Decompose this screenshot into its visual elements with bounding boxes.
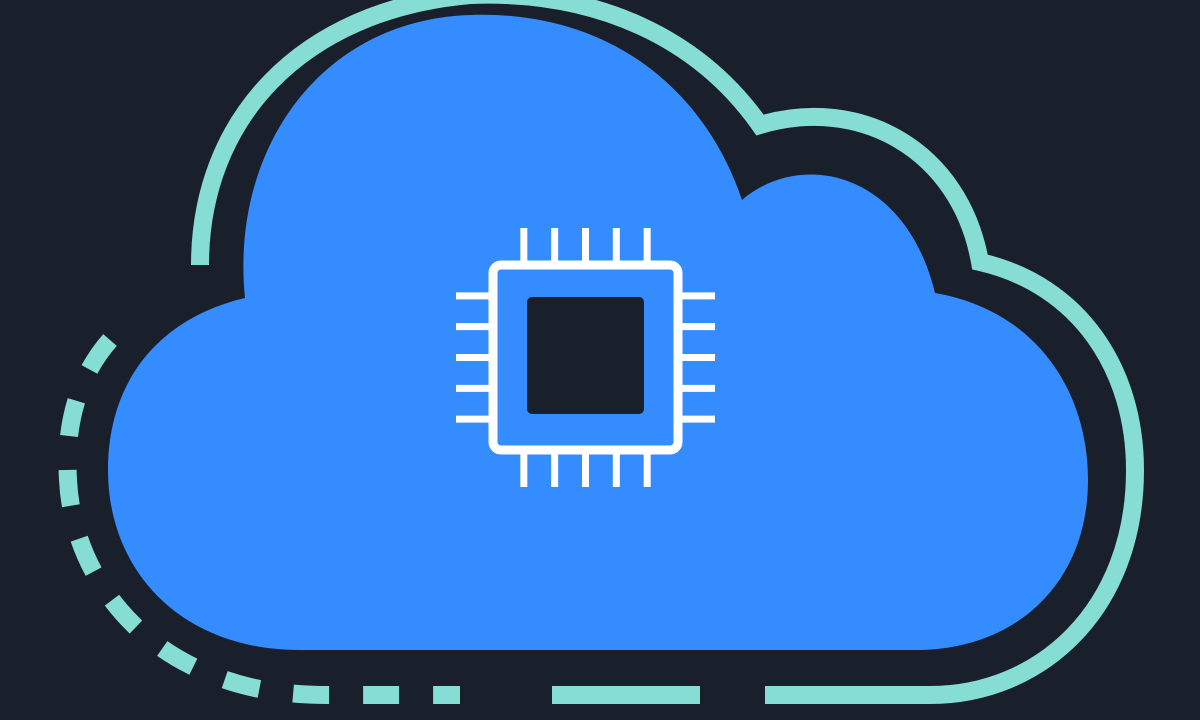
outline-solid-arc — [191, 0, 1145, 704]
chip-core — [527, 297, 644, 414]
cpu-chip-icon — [456, 228, 715, 487]
outline-dashed-arc — [58, 334, 460, 704]
cloud-outline-icon — [58, 0, 1145, 704]
